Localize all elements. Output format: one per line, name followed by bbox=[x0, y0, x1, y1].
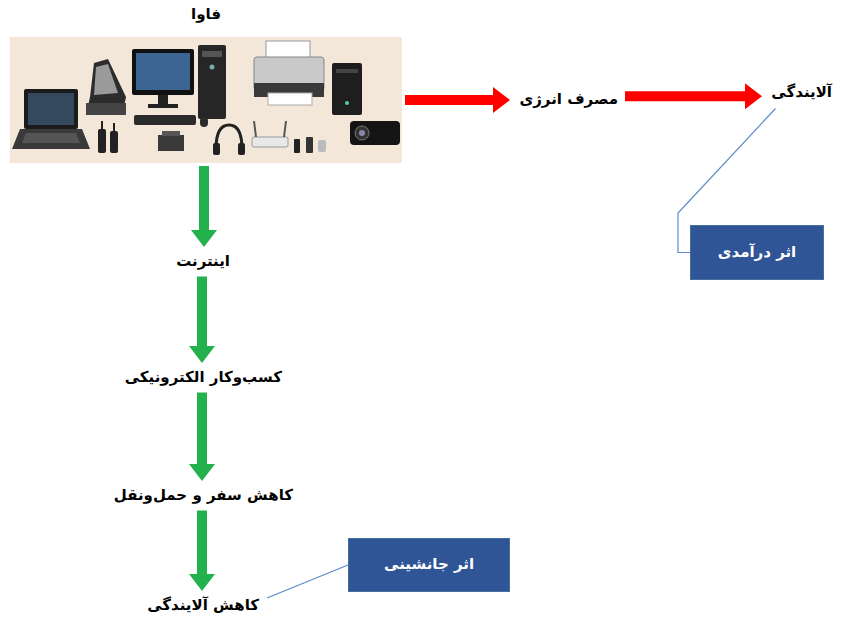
illustration-ground bbox=[10, 37, 402, 163]
headphones-icon bbox=[213, 125, 245, 155]
monitor-icon bbox=[132, 49, 194, 108]
chain-label: کاهش سفر و حمل‌ونقل bbox=[107, 484, 297, 508]
radio-icon bbox=[98, 121, 118, 153]
devices-illustration bbox=[10, 37, 402, 163]
green-arrow bbox=[191, 166, 217, 247]
box-text: اثر جانشینی bbox=[384, 555, 474, 575]
laptop-icon bbox=[12, 89, 90, 149]
effect-label: آلایندگی bbox=[765, 81, 836, 105]
effect-label: مصرف انرژی bbox=[513, 88, 622, 112]
effect-type-box: اثر جانشینی bbox=[348, 538, 510, 592]
box-text: اثر درآمدی bbox=[718, 243, 797, 263]
red-arrow bbox=[405, 87, 510, 113]
projector-icon bbox=[350, 121, 400, 145]
ict-devices-node: فاوا bbox=[10, 37, 402, 163]
chain-label: کسب‌وکار الکترونیکی bbox=[118, 366, 286, 390]
node-label: آلایندگی bbox=[769, 83, 832, 103]
node-label: مصرف انرژی bbox=[517, 90, 618, 110]
router-icon bbox=[252, 121, 288, 147]
node-label: کسب‌وکار الکترونیکی bbox=[122, 368, 282, 388]
usb-stick-icon bbox=[294, 137, 326, 153]
computer-case-icon bbox=[198, 45, 226, 119]
printer-icon bbox=[254, 41, 324, 105]
node-label: کاهش آلایندگی bbox=[145, 596, 259, 616]
storage-icon bbox=[332, 63, 362, 115]
green-arrow bbox=[189, 393, 215, 482]
node-label: اینترنت bbox=[174, 252, 230, 272]
chain-label: اینترنت bbox=[170, 250, 234, 274]
leader-line bbox=[267, 565, 348, 598]
green-arrow bbox=[189, 277, 215, 364]
green-arrow bbox=[189, 511, 215, 592]
effect-type-box: اثر درآمدی bbox=[690, 225, 824, 280]
chain-label: کاهش آلایندگی bbox=[141, 594, 263, 618]
device-box-icon bbox=[158, 131, 184, 151]
red-arrow bbox=[625, 83, 762, 109]
node-label: فاوا bbox=[10, 5, 402, 25]
scanner-icon bbox=[86, 59, 126, 115]
node-label: کاهش سفر و حمل‌ونقل bbox=[111, 486, 293, 506]
keyboard-icon bbox=[134, 115, 208, 127]
